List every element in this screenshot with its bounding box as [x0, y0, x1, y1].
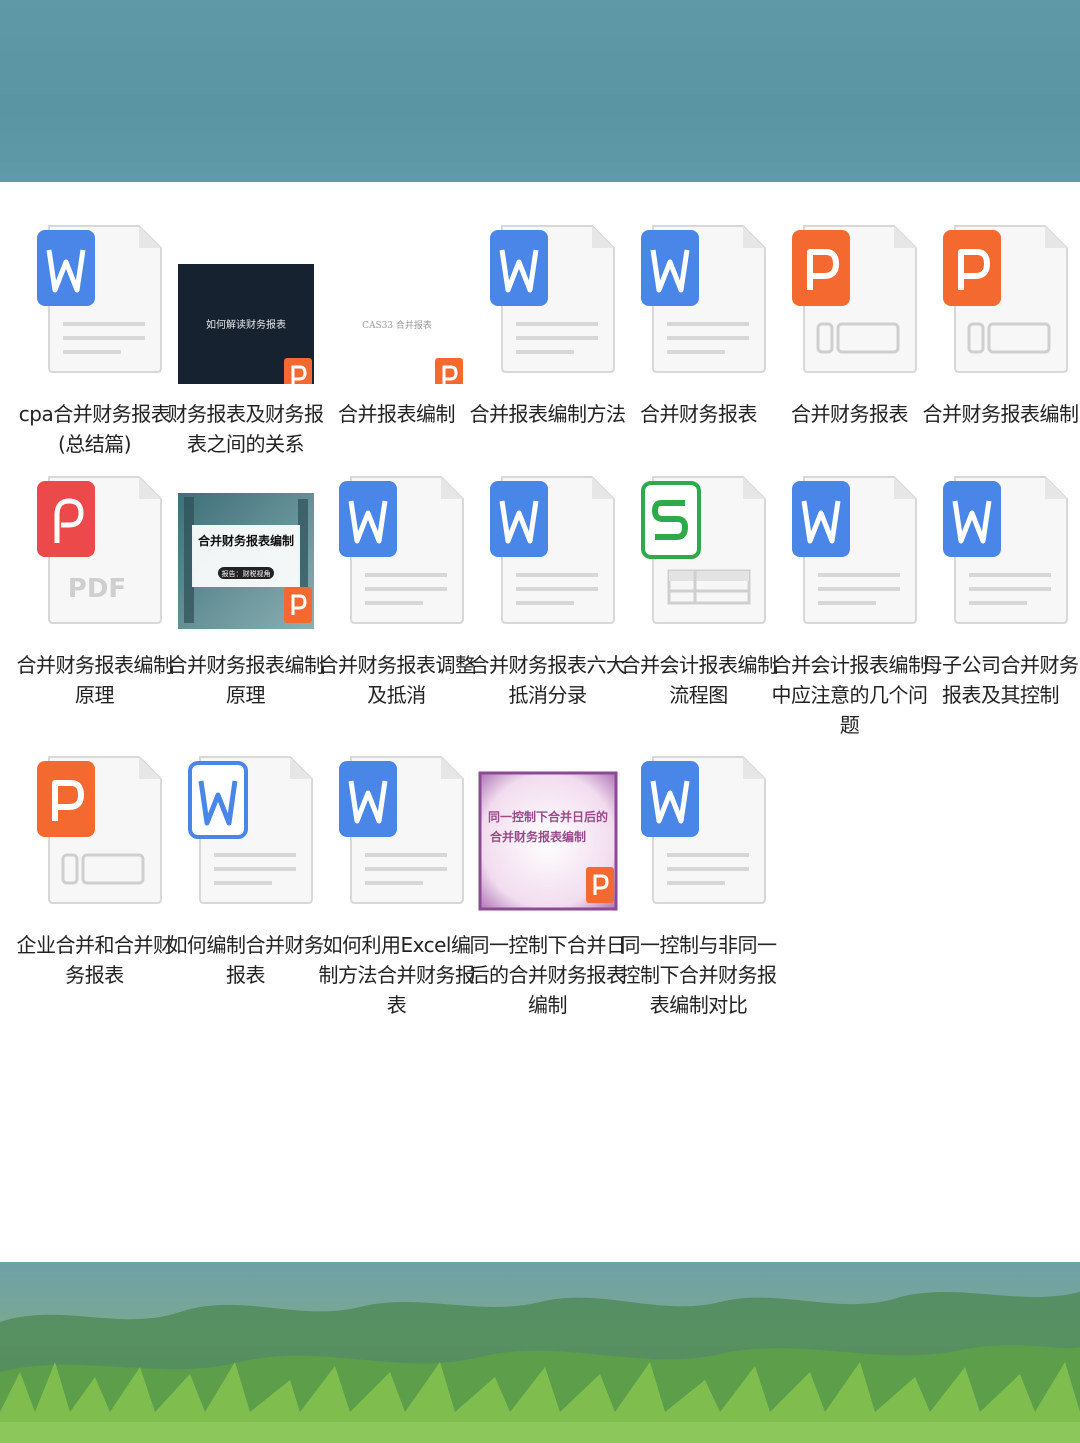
ppt-doc-icon	[925, 204, 1076, 384]
svg-text:PDF: PDF	[68, 574, 126, 604]
svg-text:合并财务报表编制: 合并财务报表编制	[198, 533, 294, 548]
ppt-thumbnail-icon: 同一控制下合并日后的 合并财务报表编制	[472, 735, 623, 915]
file-name-label: 合并财务报表	[791, 402, 909, 426]
word-doc-icon	[925, 455, 1076, 635]
ppt-doc-icon	[19, 735, 170, 915]
file-name-label: 合并财务报表	[640, 402, 758, 426]
scenery-illustration	[0, 1292, 1080, 1443]
word-doc-icon	[774, 455, 925, 635]
file-name-label: 合并财务报表编制	[922, 402, 1080, 426]
pdf-doc-icon: PDF	[19, 455, 170, 635]
file-name-label: 同一控制与非同一控制下合并财务报表编制对比	[620, 933, 778, 1017]
file-name-label: cpa合并财务报表(总结篇)	[18, 402, 171, 456]
file-name-label: 合并会计报表编制流程图	[620, 653, 778, 707]
file-name-label: 合并财务报表编制原理	[167, 653, 325, 707]
file-name-label: 财务报表及财务报表之间的关系	[167, 402, 325, 456]
file-name-label: 合并财务报表六大抵消分录	[469, 653, 627, 707]
file-name-label: 合并财务报表调整及抵消	[318, 653, 476, 707]
file-name-label: 合并财务报表编制原理	[16, 653, 174, 707]
file-name-label: 如何编制合并财务报表	[167, 933, 325, 987]
word-doc-icon	[321, 735, 472, 915]
word-doc-icon	[170, 735, 321, 915]
file-name-label: 如何利用Excel编制方法合并财务报表	[318, 933, 476, 1017]
svg-text:同一控制下合并日后的: 同一控制下合并日后的	[488, 809, 608, 824]
ppt-doc-icon	[774, 204, 925, 384]
word-doc-icon	[623, 735, 774, 915]
ppt-thumbnail-icon: CAS33 合并报表	[321, 204, 472, 384]
word-doc-icon	[623, 204, 774, 384]
spreadsheet-doc-icon	[623, 455, 774, 635]
file-name-label: 合并会计报表编制中应注意的几个问题	[771, 653, 929, 737]
file-name-label: 合并报表编制	[338, 402, 456, 426]
svg-text:CAS33 合并报表: CAS33 合并报表	[362, 319, 432, 331]
word-doc-icon	[472, 455, 623, 635]
svg-text:报告：财税视角: 报告：财税视角	[222, 569, 271, 578]
file-name-label: 企业合并和合并财务报表	[16, 933, 174, 987]
file-name-label: 母子公司合并财务报表及其控制	[922, 653, 1080, 707]
file-name-label: 同一控制下合并日后的合并财务报表编制	[469, 933, 627, 1017]
word-doc-icon	[472, 204, 623, 384]
top-banner	[0, 0, 1080, 182]
svg-text:合并财务报表编制: 合并财务报表编制	[490, 829, 586, 844]
file-name-label: 合并报表编制方法	[469, 402, 627, 426]
word-doc-icon	[321, 455, 472, 635]
word-doc-icon	[19, 204, 170, 384]
bottom-scenery-image	[0, 1262, 1080, 1443]
ppt-thumbnail-icon: 合并财务报表编制 报告：财税视角	[170, 455, 321, 635]
ppt-thumbnail-icon: 如何解读财务报表	[170, 204, 321, 384]
svg-text:如何解读财务报表: 如何解读财务报表	[206, 318, 286, 331]
file-grid: cpa合并财务报表(总结篇) 如何解读财务报表 财务报表及财务报表之间的关系 C…	[0, 182, 1080, 1262]
